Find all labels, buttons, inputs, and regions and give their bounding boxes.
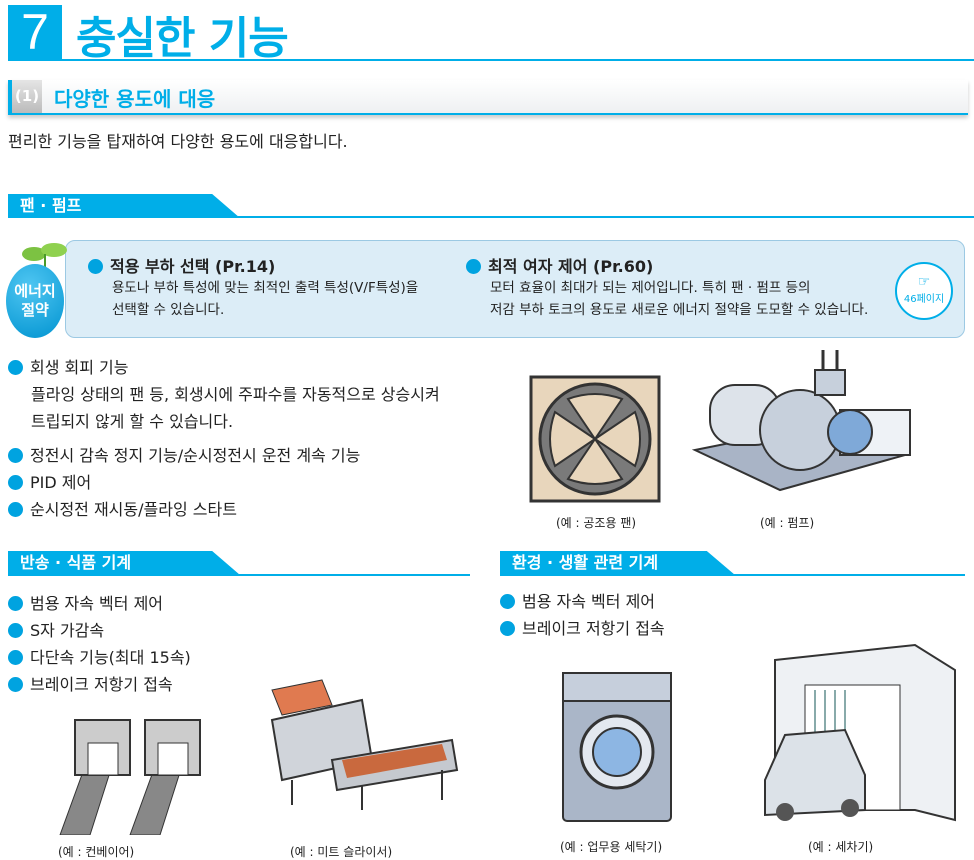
list-item: 순시정전 재시동/플라잉 스타트 <box>8 496 478 523</box>
bullet-icon <box>8 502 23 517</box>
conveyor-image <box>59 719 201 835</box>
tab-fan-pump: 팬 · 펌프 <box>8 194 240 218</box>
feature-optimum-excitation: 최적 여자 제어 (Pr.60) 모터 효율이 최대가 되는 제어입니다. 특히… <box>466 253 868 321</box>
item-desc: 플라잉 상태의 팬 등, 회생시에 주파수를 자동적으로 상승시켜 <box>31 385 440 404</box>
divider <box>8 216 974 218</box>
car-wash-image <box>764 643 956 822</box>
title-divider <box>8 59 974 61</box>
bullet-icon <box>8 650 23 665</box>
tab-environment-living: 환경 · 생활 관련 기계 <box>500 551 735 575</box>
tab-conveyor-food: 반송 · 식품 기계 <box>8 551 240 575</box>
intro-text: 편리한 기능을 탑재하여 다양한 용도에 대응합니다. <box>8 132 348 151</box>
pump-image <box>691 350 911 492</box>
caption: (예 : 펌프) <box>760 516 815 530</box>
meat-slicer-image <box>270 679 459 810</box>
section-number: 7 <box>8 5 62 59</box>
feature-desc: 선택할 수 있습니다. <box>112 302 225 318</box>
pointing-hand-icon: ☞ <box>917 274 931 290</box>
list-item: 회생 회피 기능 플라잉 상태의 팬 등, 회생시에 주파수를 자동적으로 상승… <box>8 354 478 435</box>
washing-machine-image <box>562 672 672 822</box>
item-label: 범용 자속 벡터 제어 <box>522 592 656 611</box>
item-label: 순시정전 재시동/플라잉 스타트 <box>30 500 237 519</box>
energy-saving-badge: 에너지 절약 <box>6 264 64 338</box>
page-reference[interactable]: ☞ 46페이지 <box>895 262 953 320</box>
feature-title: 최적 여자 제어 (Pr.60) <box>488 257 654 276</box>
list-item: 정전시 감속 정지 기능/순시정전시 운전 계속 기능 <box>8 442 478 469</box>
environment-feature-list: 범용 자속 벡터 제어 브레이크 저항기 접속 <box>500 588 665 642</box>
energy-saving-box: 적용 부하 선택 (Pr.14) 용도나 부하 특성에 맞는 최적인 출력 특성… <box>65 240 965 338</box>
bullet-icon <box>500 594 515 609</box>
item-label: PID 제어 <box>30 473 92 492</box>
fan-image <box>529 375 661 503</box>
list-item: 브레이크 저항기 접속 <box>500 615 665 642</box>
list-item: 브레이크 저항기 접속 <box>8 671 191 698</box>
item-label: 회생 회피 기능 <box>30 358 129 377</box>
conveyor-feature-list: 범용 자속 벡터 제어 S자 가감속 다단속 기능(최대 15속) 브레이크 저… <box>8 590 191 698</box>
divider <box>500 574 965 576</box>
list-item: 다단속 기능(최대 15속) <box>8 644 191 671</box>
bullet-icon <box>8 596 23 611</box>
caption: (예 : 미트 슬라이서) <box>290 845 393 859</box>
list-item: PID 제어 <box>8 469 478 496</box>
feature-desc: 모터 효율이 최대가 되는 제어입니다. 특히 팬 · 펌프 등의 <box>490 280 811 296</box>
page-title: 충실한 기능 <box>76 13 289 64</box>
item-label: 다단속 기능(최대 15속) <box>30 648 191 667</box>
item-label: 브레이크 저항기 접속 <box>522 619 665 638</box>
page-reference-label: 46페이지 <box>903 294 945 305</box>
list-item: 범용 자속 벡터 제어 <box>500 588 665 615</box>
feature-title: 적용 부하 선택 (Pr.14) <box>110 257 276 276</box>
fan-pump-feature-list: 회생 회피 기능 플라잉 상태의 팬 등, 회생시에 주파수를 자동적으로 상승… <box>8 354 478 523</box>
item-label: S자 가감속 <box>30 621 105 640</box>
bullet-icon <box>500 621 515 636</box>
bullet-icon <box>466 259 481 274</box>
bullet-icon <box>8 623 23 638</box>
subsection-title: 다양한 용도에 대응 <box>54 87 216 111</box>
subsection-header: (1) 다양한 용도에 대응 <box>8 80 968 115</box>
subsection-number: (1) <box>12 80 42 113</box>
feature-desc: 용도나 부하 특성에 맞는 최적인 출력 특성(V/F특성)을 <box>112 280 419 296</box>
list-item: S자 가감속 <box>8 617 191 644</box>
caption: (예 : 세차기) <box>808 840 874 854</box>
item-desc: 트립되지 않게 할 수 있습니다. <box>31 412 234 431</box>
bullet-icon <box>8 448 23 463</box>
bullet-icon <box>88 259 103 274</box>
bullet-icon <box>8 475 23 490</box>
bullet-icon <box>8 677 23 692</box>
caption: (예 : 컨베이어) <box>58 845 135 859</box>
list-item: 범용 자속 벡터 제어 <box>8 590 191 617</box>
item-label: 브레이크 저항기 접속 <box>30 675 173 694</box>
item-label: 정전시 감속 정지 기능/순시정전시 운전 계속 기능 <box>30 446 361 465</box>
feature-desc: 저감 부하 토크의 용도로 새로운 에너지 절약을 도모할 수 있습니다. <box>490 302 869 318</box>
item-label: 범용 자속 벡터 제어 <box>30 594 164 613</box>
bullet-icon <box>8 360 23 375</box>
badge-line: 절약 <box>21 301 49 319</box>
divider <box>8 574 470 576</box>
caption: (예 : 공조용 팬) <box>556 516 637 530</box>
caption: (예 : 업무용 세탁기) <box>560 840 663 854</box>
feature-load-pattern: 적용 부하 선택 (Pr.14) 용도나 부하 특성에 맞는 최적인 출력 특성… <box>88 253 418 321</box>
badge-line: 에너지 <box>14 282 56 300</box>
